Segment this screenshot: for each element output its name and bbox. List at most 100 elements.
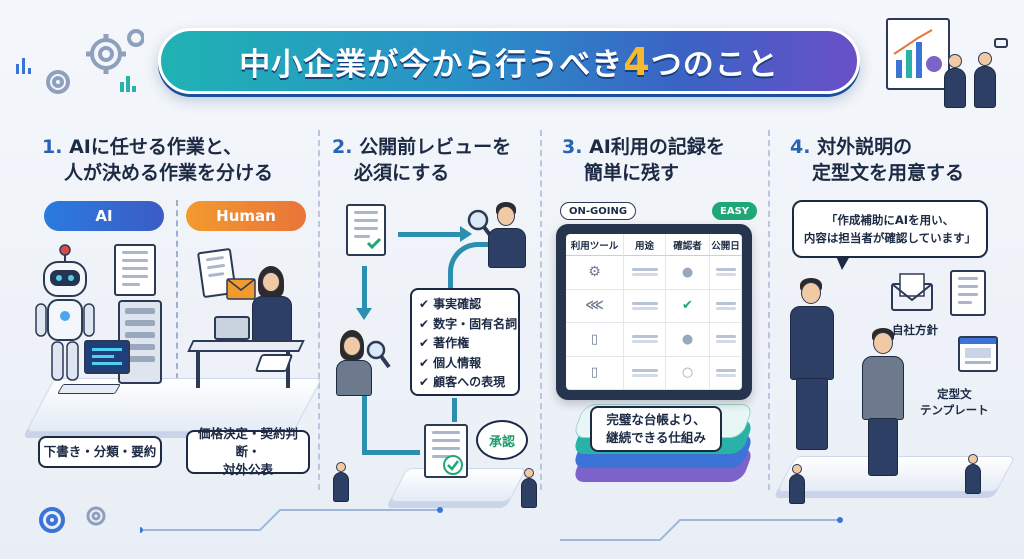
approved-document-icon xyxy=(424,424,468,478)
walker-body-2 xyxy=(521,478,537,508)
draft-document-icon xyxy=(346,204,386,256)
section-2-title-line1: 公開前レビューを xyxy=(359,136,512,158)
statement-bubble: 「作成補助にAIを用い、 内容は担当者が確認しています」 xyxy=(792,200,988,258)
ai-caption: 下書き・分類・要約 xyxy=(38,436,162,468)
approval-badge: 承認 xyxy=(476,420,528,460)
presenter-head xyxy=(948,54,962,68)
bottom-gears-icon xyxy=(39,506,106,533)
gear-cluster-icon xyxy=(16,29,144,94)
walker-body-4 xyxy=(965,464,981,494)
walker-head-4 xyxy=(968,454,978,464)
circuit-lines xyxy=(140,507,843,541)
section-3-title: 3. AI利用の記録を 簡単に残す xyxy=(562,134,725,186)
review-checklist: ✔事実確認 ✔数字・固有名詞 ✔著作権 ✔個人情報 ✔顧客への表現 xyxy=(410,288,520,396)
statement-line1: 「作成補助にAIを用い、 xyxy=(825,213,955,227)
ongoing-tag: ON-GOING xyxy=(560,202,637,220)
template-label-line2: テンプレート xyxy=(920,403,989,417)
table-cell-purpose xyxy=(624,256,666,290)
table-cell-purpose xyxy=(624,356,666,390)
table-header-date: 公開日 xyxy=(710,234,742,256)
template-label: 定型文 テンプレート xyxy=(920,386,989,418)
share-icon: ⋘ xyxy=(585,298,604,314)
speech-icon xyxy=(994,38,1008,48)
human-caption: 価格決定・契約判断・ 対外公表 xyxy=(186,426,310,477)
walker-head-3 xyxy=(792,464,802,474)
section-3-caption-line2: 継続できる仕組み xyxy=(606,430,706,445)
section-divider-1 xyxy=(318,130,320,490)
check-circle-icon: ✔ xyxy=(682,298,693,314)
chart-board xyxy=(886,18,950,90)
statement-line2: 内容は担当者が確認しています」 xyxy=(803,231,977,245)
presenter-illustration xyxy=(882,8,1018,116)
checklist-item: ✔数字・固有名詞 xyxy=(419,315,517,335)
title-banner: 中小企業が今から行うべき4つのこと xyxy=(158,28,860,94)
checklist-item: ✔事実確認 xyxy=(419,295,511,315)
section-3-title-line1: AI利用の記録を xyxy=(589,136,725,158)
desk-leg-right xyxy=(286,352,290,388)
section-2-number: 2. xyxy=(332,136,353,158)
section-3-title-line2: 簡単に残す xyxy=(584,162,680,184)
table-cell-tool: ▯ xyxy=(566,323,624,357)
template-window-icon xyxy=(958,336,998,372)
checker-body xyxy=(336,360,372,396)
human-caption-line1: 価格決定・契約判断・ xyxy=(197,426,298,459)
check-icon: ✔ xyxy=(419,336,430,350)
walker-head-1 xyxy=(336,462,346,472)
flow-arrow-bottom-right xyxy=(362,450,420,455)
table-cell-date xyxy=(710,356,742,390)
reviewer-head xyxy=(497,206,515,226)
table-header-purpose: 用途 xyxy=(624,234,666,256)
table-cell-checker: ● xyxy=(666,323,710,357)
monitor-icon xyxy=(84,340,130,374)
checklist-item: ✔著作権 xyxy=(419,334,511,354)
user-icon: ● xyxy=(681,264,694,280)
desk xyxy=(187,340,305,352)
desk-documents xyxy=(254,354,294,372)
section-4-number: 4. xyxy=(790,136,811,158)
speaker-body xyxy=(790,306,834,380)
laptop-icon xyxy=(214,316,250,340)
check-icon: ✔ xyxy=(419,297,430,311)
colleague-head xyxy=(978,52,992,66)
listener-head xyxy=(873,332,893,354)
check-circle-icon xyxy=(443,455,463,475)
section-divider-2 xyxy=(540,130,542,490)
page-title: 中小企業が今から行うべき4つのこと xyxy=(239,39,778,84)
walker-body-3 xyxy=(789,474,805,504)
title-suffix: つのこと xyxy=(650,46,779,83)
mail-icon xyxy=(226,278,256,300)
check-icon: ✔ xyxy=(419,316,430,331)
table-header-checker: 確認者 xyxy=(666,234,710,256)
reviewer-body xyxy=(488,228,526,268)
table-cell-date xyxy=(710,323,742,357)
walker-head-2 xyxy=(524,468,534,478)
user-icon: ● xyxy=(681,331,694,347)
section-3-caption: 完璧な台帳より、 継続できる仕組み xyxy=(590,406,722,452)
table-cell-tool: ⋘ xyxy=(566,289,624,323)
worker-body xyxy=(252,296,292,342)
template-label-line1: 定型文 xyxy=(937,387,972,401)
table-cell-checker: ○ xyxy=(666,356,710,390)
human-caption-line2: 対外公表 xyxy=(222,462,273,477)
human-pill: Human xyxy=(186,201,306,231)
section-3-caption-line1: 完璧な台帳より、 xyxy=(606,412,706,427)
table-cell-purpose xyxy=(624,323,666,357)
title-prefix: 中小企業が今から行うべき xyxy=(239,46,624,83)
table-cell-date xyxy=(710,289,742,323)
section-4-title-line2: 定型文を用意する xyxy=(812,162,965,184)
walker-body-1 xyxy=(333,472,349,502)
flow-arrowhead-right xyxy=(460,226,472,242)
table-header-tool: 利用ツール xyxy=(566,234,624,256)
policy-document-icon xyxy=(950,270,986,316)
table-cell-tool: ⚙ xyxy=(566,256,624,290)
section-1-number: 1. xyxy=(42,136,63,158)
section-4-title: 4. 対外説明の 定型文を用意する xyxy=(790,134,964,186)
section-1-title-line1: AIに任せる作業と、 xyxy=(69,136,243,158)
desk-leg-left xyxy=(196,352,200,388)
section-1-title-line2: 人が決める作業を分ける xyxy=(64,162,274,184)
check-icon: ✔ xyxy=(419,375,430,389)
mail-icon xyxy=(891,273,933,311)
section-4-title-line1: 対外説明の xyxy=(817,136,913,158)
listener-body xyxy=(862,356,904,420)
section-3-number: 3. xyxy=(562,136,583,158)
